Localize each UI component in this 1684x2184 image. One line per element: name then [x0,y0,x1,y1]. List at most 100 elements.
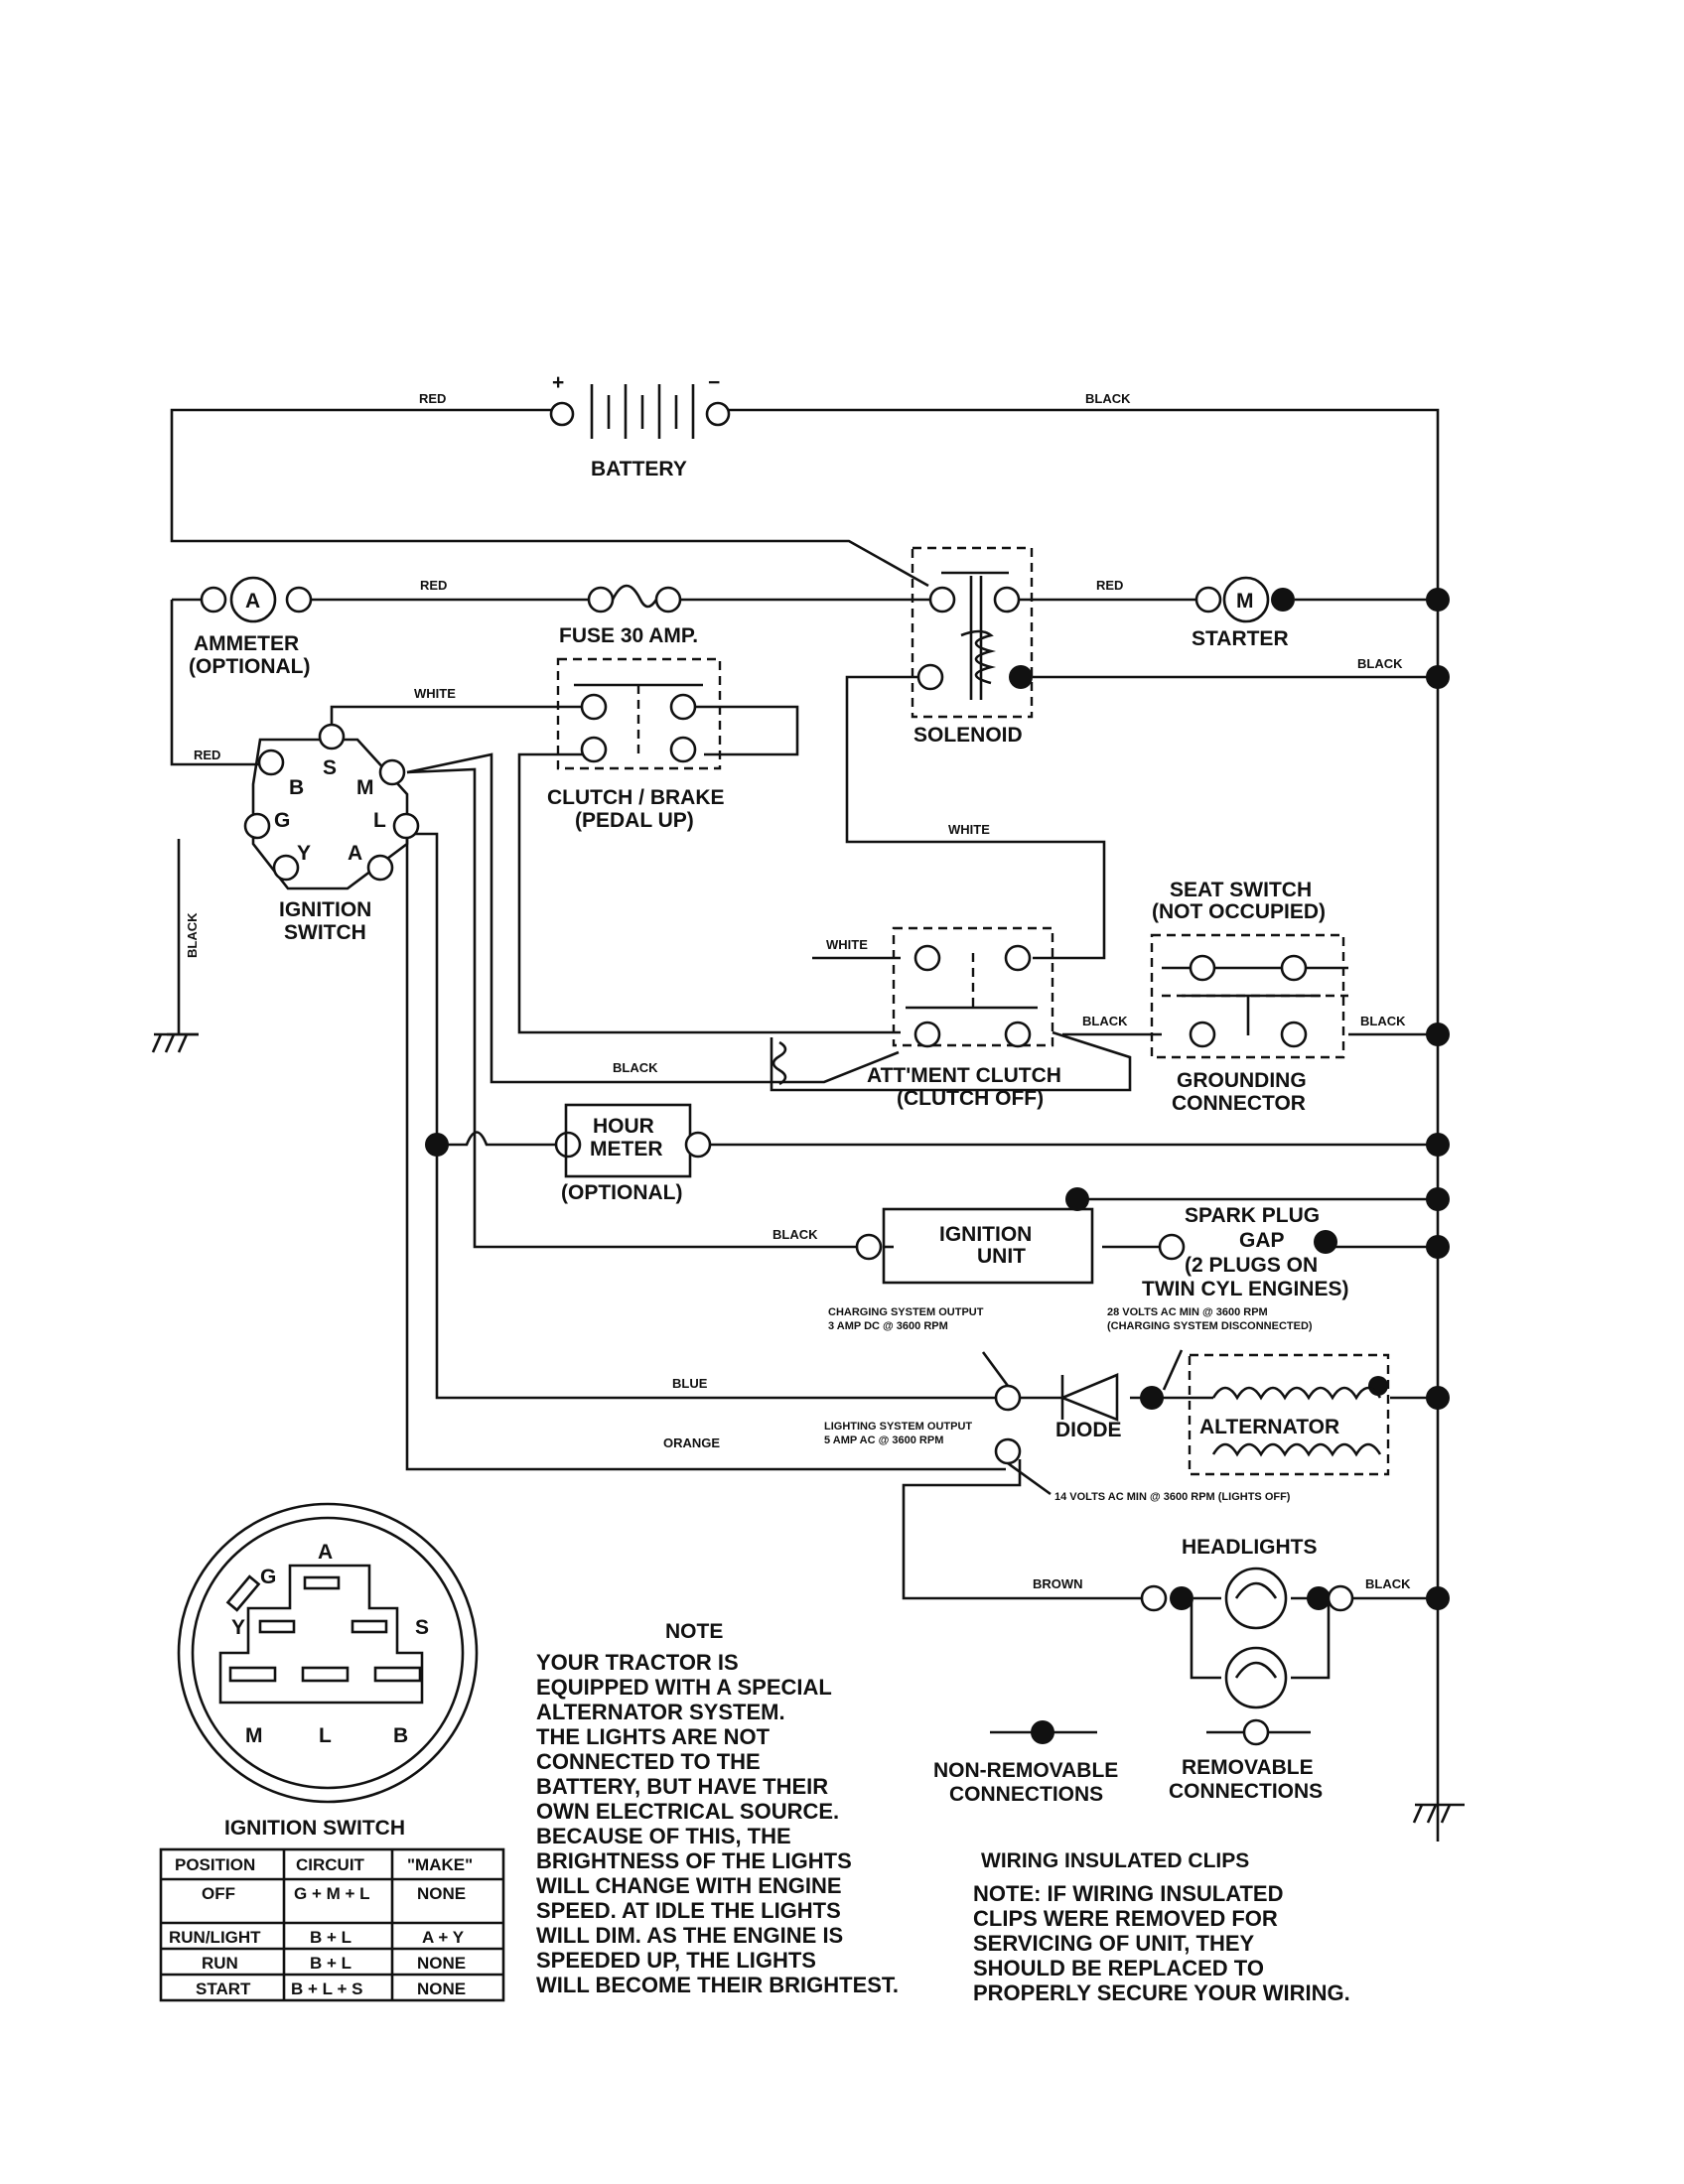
battery-minus: − [708,371,720,394]
face-y: Y [231,1616,245,1639]
volts28-label: 28 VOLTS AC MIN @ 3600 RPM [1107,1306,1268,1318]
spark-plugs: (2 PLUGS ON [1185,1254,1318,1277]
solenoid-label: SOLENOID [913,724,1023,747]
ground-rail-connections [1426,588,1450,1610]
clutch-brake-pedal: (PEDAL UP) [575,809,694,832]
clips-line: NOTE: IF WIRING INSULATED [973,1881,1283,1906]
grounding-label: GROUNDING [1177,1069,1307,1092]
fuse: FUSE 30 AMP. [559,584,698,647]
ignition-switch-face: G A Y S M L B IGNITION SWITCH [177,1502,479,1840]
note-line: YOUR TRACTOR IS [536,1650,739,1675]
face-b: B [393,1724,408,1747]
starter: M STARTER [1192,576,1295,650]
ignition-table: POSITION CIRCUIT "MAKE" OFF G + M + L NO… [159,1847,505,2002]
table-header-make: "MAKE" [407,1855,473,1874]
note-line: WILL BECOME THEIR BRIGHTEST. [536,1973,899,1997]
headlights-label: HEADLIGHTS [1182,1536,1318,1559]
wire-black-ignition-unit: BLACK [772,1227,818,1242]
table-row-1-circuit: B + L [310,1928,351,1947]
note-line: THE LIGHTS ARE NOT [536,1724,771,1749]
ign-term-m: M [356,776,374,799]
seat-switch-state: (NOT OCCUPIED) [1152,900,1326,923]
legend-removable-connections: CONNECTIONS [1169,1780,1323,1803]
hour-meter-label2: METER [590,1138,663,1160]
note-line: BRIGHTNESS OF THE LIGHTS [536,1848,852,1873]
table-row-3-circuit: B + L + S [291,1979,362,1998]
wire-black-attclutch: BLACK [613,1060,658,1075]
spark-plug: SPARK PLUG GAP (2 PLUGS ON TWIN CYL ENGI… [1142,1204,1348,1300]
ammeter-label: AMMETER [194,632,299,655]
note-line: ALTERNATOR SYSTEM. [536,1700,785,1724]
wire-black-ground: BLACK [185,912,200,958]
att-clutch-state: (CLUTCH OFF) [897,1087,1044,1110]
wire-orange: ORANGE [663,1435,720,1450]
solenoid: SOLENOID RED BLACK [911,546,1403,747]
clips-line: SHOULD BE REPLACED TO [973,1956,1264,1980]
wire-black-solenoid: BLACK [1357,656,1403,671]
clips-title: WIRING INSULATED CLIPS [981,1849,1249,1872]
headlights: HEADLIGHTS BROWN BLACK [1033,1536,1411,1709]
wiring-clips-block: WIRING INSULATED CLIPS NOTE: IF WIRING I… [973,1849,1350,2005]
volts28-state: (CHARGING SYSTEM DISCONNECTED) [1107,1320,1313,1332]
table-row-1-make: A + Y [422,1928,465,1947]
lighting-label: LIGHTING SYSTEM OUTPUT [824,1421,972,1433]
wire-red-ammeter: RED [420,578,447,593]
face-a: A [318,1541,333,1564]
note-line: BATTERY, BUT HAVE THEIR [536,1774,828,1799]
ignition-switch-label2: SWITCH [284,921,366,944]
table-row-0-make: NONE [417,1884,466,1903]
face-g: G [260,1566,276,1588]
spark-gap: GAP [1239,1229,1285,1252]
note-line: SPEED. AT IDLE THE LIGHTS [536,1898,841,1923]
ammeter: A AMMETER (OPTIONAL) RED [189,576,447,678]
wire-black-seat: BLACK [1082,1014,1128,1028]
seat-switch: SEAT SWITCH (NOT OCCUPIED) GROUNDING CON… [1082,879,1406,1115]
grounding-connector: CONNECTOR [1172,1092,1306,1115]
legend-non-removable-connections: CONNECTIONS [949,1783,1103,1806]
table-row-1-position: RUN/LIGHT [169,1928,261,1947]
battery-label: BATTERY [591,458,687,480]
wire-white-solenoid: WHITE [948,822,990,837]
ignition-unit: IGNITION UNIT BLACK [772,1187,1094,1285]
att-clutch-label: ATT'MENT CLUTCH [867,1064,1061,1087]
note-block: NOTE YOUR TRACTOR IS EQUIPPED WITH A SPE… [536,1620,899,1997]
wire-red-ignition: RED [194,748,220,762]
alternator-system: ALTERNATOR DIODE CHARGING SYSTEM OUTPUT … [663,1306,1390,1503]
ign-term-b: B [289,776,304,799]
starter-label: STARTER [1192,627,1289,650]
note-line: OWN ELECTRICAL SOURCE. [536,1799,839,1824]
volts14-label: 14 VOLTS AC MIN @ 3600 RPM (LIGHTS OFF) [1054,1491,1291,1503]
table-row-3-position: START [196,1979,251,1998]
face-m: M [245,1724,263,1747]
hour-meter-optional: (OPTIONAL) [561,1181,682,1204]
attachment-clutch-switch: ATT'MENT CLUTCH (CLUTCH OFF) WHITE WHITE… [613,822,1061,1110]
table-row-2-position: RUN [202,1954,238,1973]
legend-non-removable: NON-REMOVABLE [933,1759,1118,1782]
lighting-spec: 5 AMP AC @ 3600 RPM [824,1434,943,1446]
face-l: L [319,1724,332,1747]
hour-meter: HOUR METER (OPTIONAL) [425,1103,712,1204]
face-s: S [415,1616,429,1639]
note-line: SPEEDED UP, THE LIGHTS [536,1948,816,1973]
wire-black-top: BLACK [1085,391,1131,406]
charging-spec: 3 AMP DC @ 3600 RPM [828,1320,948,1332]
ammeter-optional: (OPTIONAL) [189,655,310,678]
ignition-unit-label2: UNIT [977,1245,1026,1268]
ign-term-a: A [348,842,362,865]
table-row-3-make: NONE [417,1979,466,1998]
wire-red-top: RED [419,391,446,406]
note-line: EQUIPPED WITH A SPECIAL [536,1675,832,1700]
ignition-unit-label: IGNITION [939,1223,1032,1246]
diode-label: DIODE [1055,1419,1122,1441]
fuse-label: FUSE 30 AMP. [559,624,698,647]
wire-black-lower: BLACK [1360,1014,1406,1028]
table-header-position: POSITION [175,1855,255,1874]
hour-meter-label: HOUR [593,1115,654,1138]
clips-line: SERVICING OF UNIT, THEY [973,1931,1255,1956]
clutch-brake-label: CLUTCH / BRAKE [547,786,725,809]
ammeter-symbol: A [245,590,260,613]
note-line: WILL DIM. AS THE ENGINE IS [536,1923,843,1948]
ignition-switch: S B M G L Y A IGNITION SWITCH RED BLACK [185,723,420,958]
wires [151,408,1465,1842]
ign-term-y: Y [297,842,311,865]
